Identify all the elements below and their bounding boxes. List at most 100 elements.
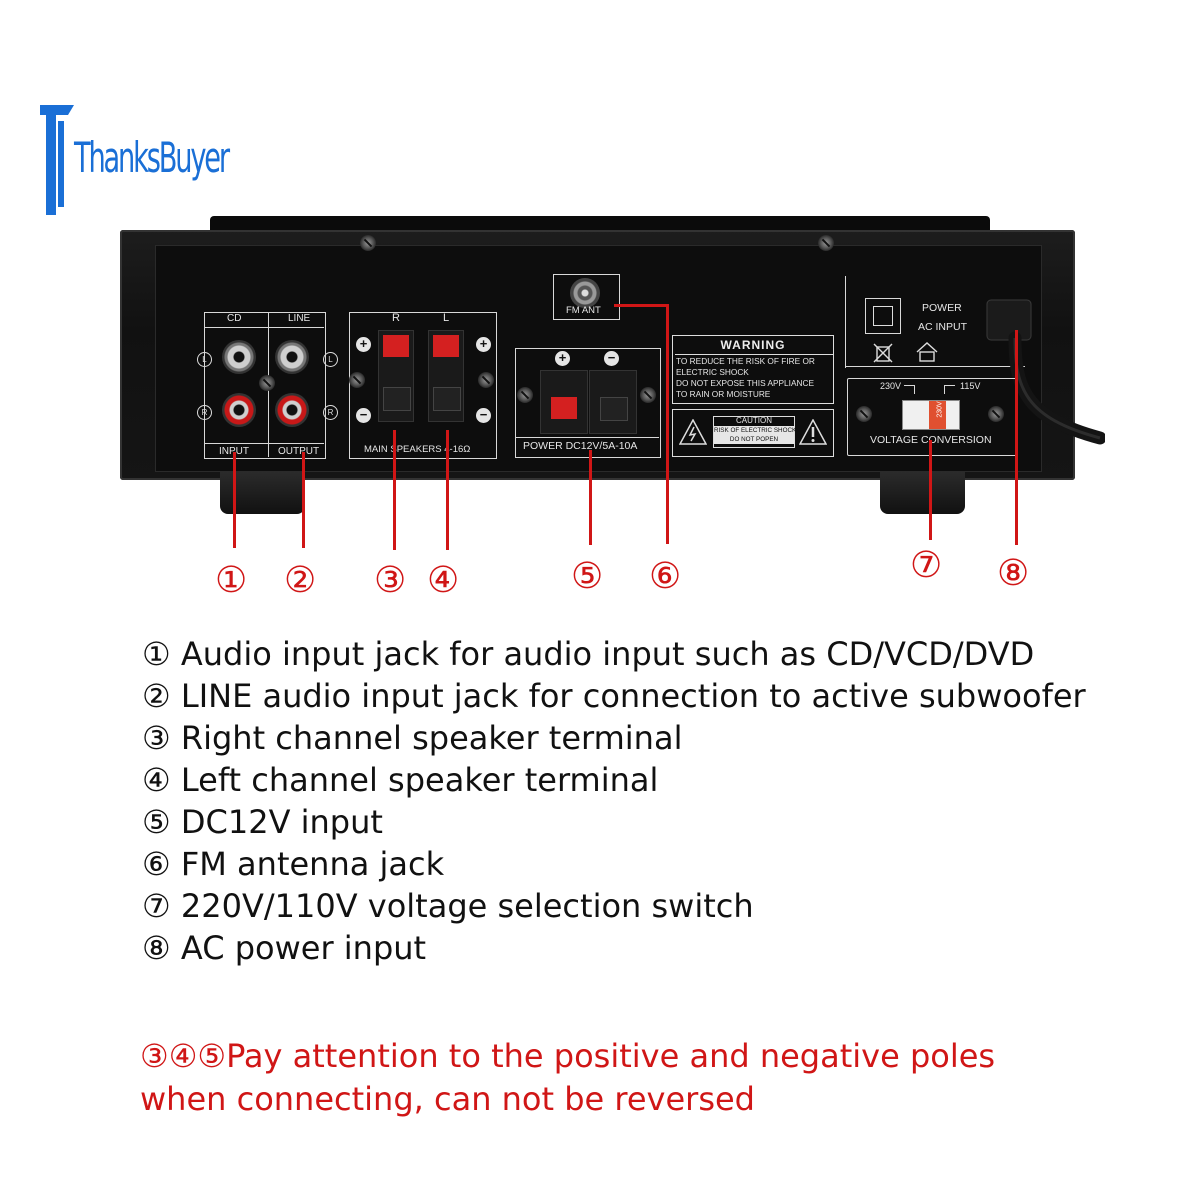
screw-icon: [517, 387, 533, 403]
divider: [845, 276, 846, 368]
logo-text: ThanksBuyer: [74, 133, 230, 182]
callout-line-6-h: [614, 304, 669, 307]
screw-icon: [818, 235, 834, 251]
description-item: ⑥ FM antenna jack: [142, 845, 445, 883]
screw-icon: [360, 235, 376, 251]
description-item: ① Audio input jack for audio input such …: [142, 635, 1035, 673]
speaker-block: [349, 312, 497, 459]
left-channel-marker: L: [323, 352, 338, 367]
callout-number-6: ⑥: [649, 556, 682, 597]
speaker-l-label: L: [443, 312, 450, 324]
divider: [515, 437, 659, 438]
fm-antenna-jack[interactable]: [570, 278, 600, 308]
callout-line-8: [1015, 330, 1018, 545]
screw-icon: [259, 375, 275, 391]
minus-marker: −: [604, 351, 619, 366]
divider: [845, 366, 1025, 367]
logo-mark-icon: [40, 105, 74, 215]
main-speakers-label: MAIN SPEAKERS 4-16Ω: [364, 444, 471, 455]
callout-line-5: [589, 450, 592, 545]
warning-title: WARNING: [720, 338, 786, 352]
callout-line-3: [393, 430, 396, 550]
minus-marker: −: [476, 408, 491, 423]
caution-title: CAUTION: [736, 416, 772, 425]
minus-marker: −: [356, 408, 371, 423]
screw-icon: [988, 406, 1004, 422]
fm-ant-block: [553, 274, 620, 320]
cd-input-right-jack[interactable]: [222, 393, 256, 427]
cd-line-block: [204, 312, 326, 459]
callout-number-5: ⑤: [571, 556, 604, 597]
115v-label: 115V: [960, 381, 981, 391]
caution-text-box: CAUTION RISK OF ELECTRIC SHOCK DO NOT PO…: [713, 416, 797, 448]
left-channel-marker: L: [197, 352, 212, 367]
double-insulation-icon: [865, 298, 901, 334]
warning-line: TO RAIN OR MOISTURE: [676, 389, 771, 399]
divider: [204, 327, 324, 328]
description-item: ② LINE audio input jack for connection t…: [142, 677, 1086, 715]
line-output-right-jack[interactable]: [275, 393, 309, 427]
switch-230v-text: 230V: [936, 401, 944, 418]
divider: [204, 443, 324, 444]
cd-label: CD: [227, 313, 242, 324]
description-item: ⑤ DC12V input: [142, 803, 383, 841]
line-output-left-jack[interactable]: [275, 340, 309, 374]
brand-logo: ThanksBuyer: [38, 95, 230, 225]
callout-number-1: ①: [215, 560, 248, 601]
callout-number-8: ⑧: [997, 553, 1030, 594]
weee-bin-icon: [873, 343, 893, 363]
speaker-r-label: R: [392, 312, 400, 324]
description-item: ④ Left channel speaker terminal: [142, 761, 659, 799]
description-list: ① Audio input jack for audio input such …: [142, 633, 1182, 969]
dc-negative-terminal[interactable]: [589, 370, 637, 434]
callout-line-6: [666, 304, 669, 544]
note-line: when connecting, can not be reversed: [140, 1080, 755, 1118]
amp-foot-right: [880, 472, 965, 514]
power-dc-label: POWER DC12V/5A-10A: [523, 440, 638, 452]
cd-input-left-jack[interactable]: [222, 340, 256, 374]
right-channel-marker: R: [197, 405, 212, 420]
indoor-use-icon: [916, 342, 938, 362]
power-label: POWER: [922, 302, 962, 314]
note-line: ③④⑤Pay attention to the positive and neg…: [140, 1037, 996, 1075]
left-speaker-terminal[interactable]: [428, 330, 464, 422]
input-label: INPUT: [219, 446, 249, 457]
callout-number-2: ②: [284, 560, 317, 601]
description-item: ⑦ 220V/110V voltage selection switch: [142, 887, 754, 925]
line-label: LINE: [288, 313, 311, 324]
callout-number-4: ④: [427, 560, 460, 601]
screw-icon: [349, 372, 365, 388]
screw-icon: [856, 406, 872, 422]
warning-line: TO REDUCE THE RISK OF FIRE OR: [676, 356, 815, 366]
230v-label: 230V: [880, 381, 902, 391]
plus-marker: +: [356, 337, 371, 352]
plus-marker: +: [555, 351, 570, 366]
fm-ant-label: FM ANT: [566, 305, 601, 316]
electric-shock-warning-icon: [679, 419, 707, 445]
description-item: ③ Right channel speaker terminal: [142, 719, 683, 757]
callout-number-3: ③: [374, 560, 407, 601]
dc-power-block: [515, 348, 661, 458]
screw-icon: [478, 372, 494, 388]
right-channel-marker: R: [323, 405, 338, 420]
warning-label: WARNING TO REDUCE THE RISK OF FIRE OR EL…: [672, 335, 834, 404]
description-item: ⑧ AC power input: [142, 929, 427, 967]
callout-line-2: [302, 452, 305, 548]
callout-number-7: ⑦: [910, 545, 943, 586]
caution-line: RISK OF ELECTRIC SHOCK: [714, 426, 797, 435]
divider: [675, 354, 833, 355]
voltage-switch[interactable]: 230V: [902, 400, 960, 430]
warning-line: DO NOT EXPOSE THIS APPLIANCE: [676, 378, 815, 388]
callout-line-1: [233, 452, 236, 548]
right-speaker-terminal[interactable]: [378, 330, 414, 422]
screw-icon: [640, 387, 656, 403]
dc-positive-terminal[interactable]: [540, 370, 588, 434]
callout-line-4: [446, 430, 449, 550]
callout-line-7: [929, 440, 932, 540]
output-label: OUTPUT: [278, 446, 320, 457]
ac-input-label: AC INPUT: [918, 321, 968, 333]
exclamation-warning-icon: [799, 419, 827, 445]
voltage-switch-slider[interactable]: 230V: [929, 401, 946, 429]
caution-label: CAUTION RISK OF ELECTRIC SHOCK DO NOT PO…: [672, 409, 834, 457]
bracket: [944, 385, 955, 394]
